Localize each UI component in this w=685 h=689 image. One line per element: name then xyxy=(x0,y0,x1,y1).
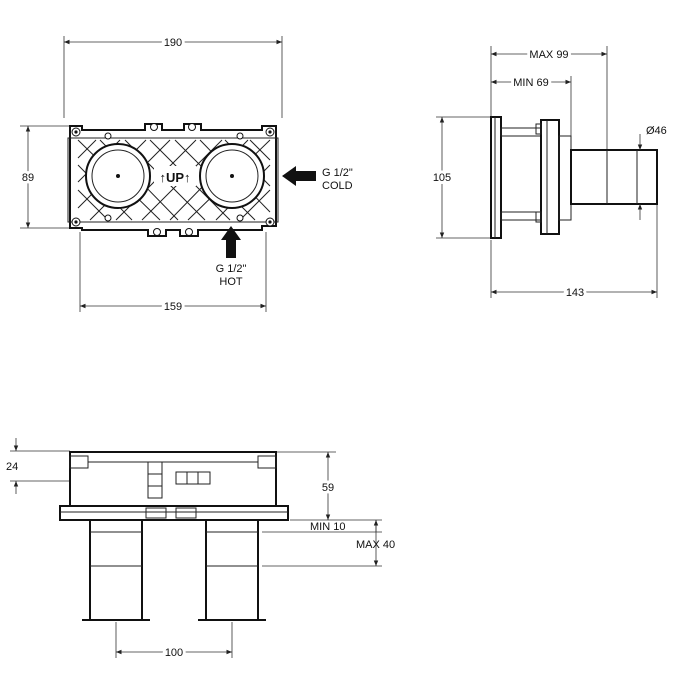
up-logo: ↑UP↑ xyxy=(159,170,190,185)
flange-plate xyxy=(540,119,560,235)
max-label: MAX 99 xyxy=(529,49,568,61)
top-base-plate xyxy=(59,505,289,521)
hot-pipe xyxy=(89,519,143,621)
hot-label-line2: HOT xyxy=(219,276,243,288)
top-window-slots xyxy=(175,471,211,485)
max-forty-label: MAX 40 xyxy=(356,539,395,551)
cold-label-line2: COLD xyxy=(322,180,353,192)
bottom-label: 159 xyxy=(164,301,182,313)
width-label: 190 xyxy=(164,37,182,49)
length-label: 143 xyxy=(566,287,584,299)
min-label: MIN 69 xyxy=(513,77,548,89)
side-height-label: 105 xyxy=(433,172,451,184)
hot-arrow-icon xyxy=(221,226,241,258)
top-box-body xyxy=(69,451,277,507)
front-view: 190 89 159 ↑UP↑ xyxy=(19,34,353,316)
spacing-label: 100 xyxy=(165,647,183,659)
side-view: MAX 99 MIN 69 105 143 Ø46 xyxy=(430,46,667,302)
spout-body xyxy=(570,149,658,205)
min-ten-label: MIN 10 xyxy=(310,521,345,533)
back-plate xyxy=(490,116,502,239)
diameter-label: Ø46 xyxy=(646,125,667,137)
hot-label-line1: G 1/2" xyxy=(216,263,247,275)
screw-holes xyxy=(71,123,275,236)
mounting-box-outline xyxy=(69,123,277,237)
height-label: 89 xyxy=(22,172,34,184)
cold-pipe xyxy=(205,519,259,621)
cold-label-line1: G 1/2" xyxy=(322,167,353,179)
cover-ring xyxy=(558,135,572,221)
top-view: 24 59 MIN 10 MAX 40 100 xyxy=(6,438,395,662)
left-label: 24 xyxy=(6,461,18,473)
top-connector-block xyxy=(147,461,163,499)
top-height-label: 59 xyxy=(322,482,334,494)
cold-arrow-icon xyxy=(282,166,316,186)
